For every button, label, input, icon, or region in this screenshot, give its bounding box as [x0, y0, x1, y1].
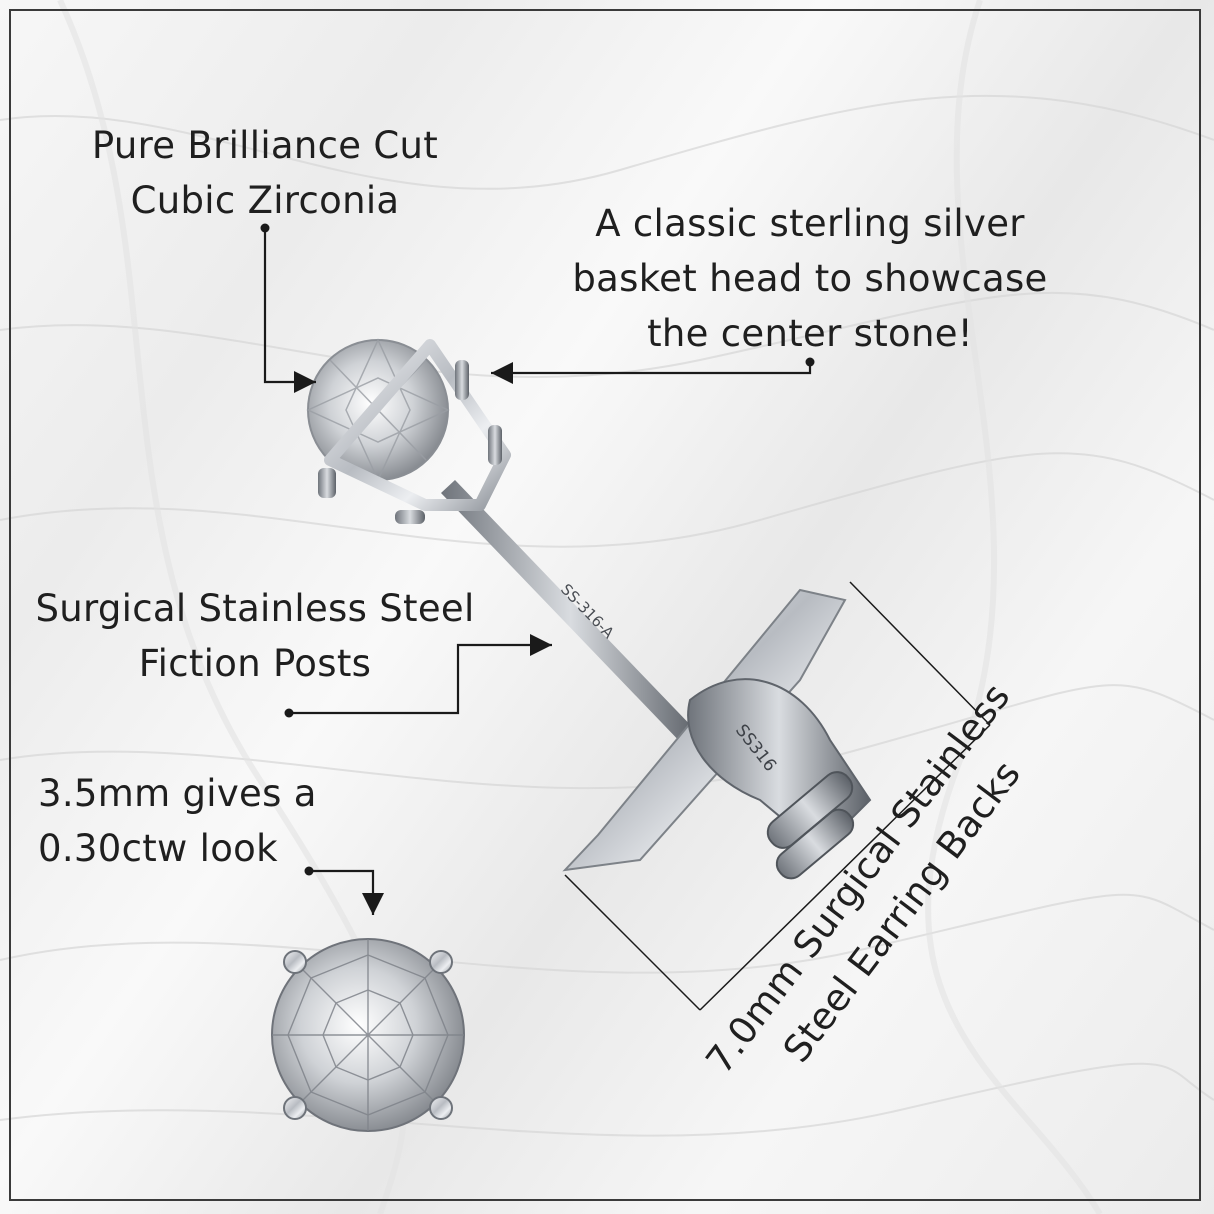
posts-label-line-2: Fiction Posts	[138, 642, 372, 685]
zirconia-label-line-1: Pure Brilliance Cut	[91, 124, 439, 167]
basket-head	[306, 338, 511, 524]
zirconia-label-line-2: Cubic Zirconia	[130, 179, 400, 222]
zirconia-label: Pure Brilliance Cut Cubic Zirconia	[70, 118, 460, 228]
basket-label-line-1: A classic sterling silver	[595, 202, 1025, 245]
diamond-icon	[271, 938, 465, 1132]
posts-label: Surgical Stainless Steel Fiction Posts	[20, 581, 490, 691]
size-bracket	[564, 581, 991, 1011]
leader-posts	[289, 634, 552, 715]
border-frame	[9, 9, 1201, 1201]
leader-size	[309, 869, 384, 915]
stone-size-label: 3.5mm gives a 0.30ctw look	[20, 766, 368, 876]
size-label-line-1: 3.5mm gives a	[38, 772, 317, 815]
posts-label-line-1: Surgical Stainless Steel	[35, 587, 475, 630]
earring-back: SS316	[562, 588, 872, 880]
size-label-line-2: 0.30ctw look	[38, 827, 278, 870]
basket-label-line-3: the center stone!	[647, 312, 973, 355]
basket-label-line-2: basket head to showcase	[572, 257, 1048, 300]
leader-cz	[263, 228, 316, 393]
basket-head-label: A classic sterling silver basket head to…	[545, 196, 1075, 361]
leader-basket	[491, 362, 812, 384]
